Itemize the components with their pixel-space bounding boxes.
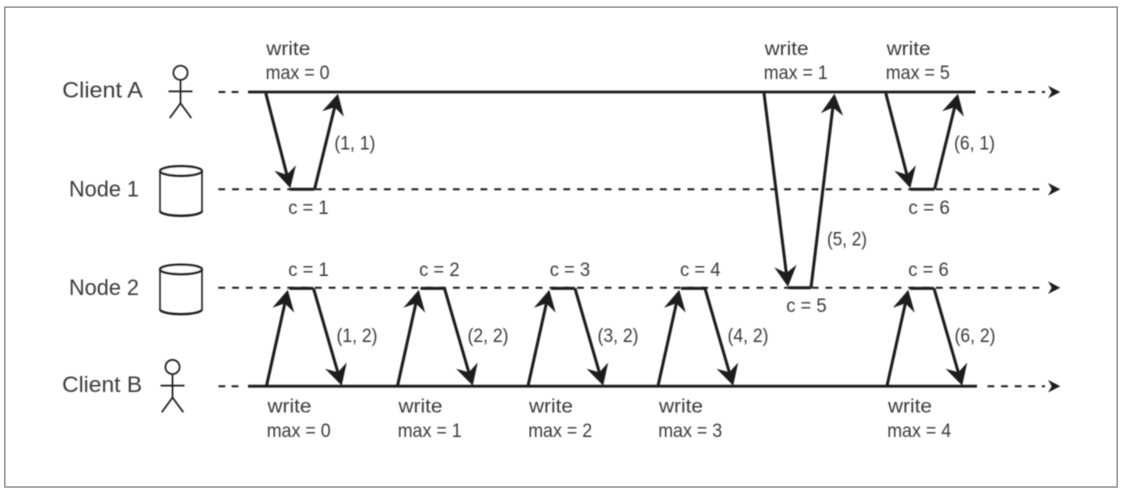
svg-text:c = 1: c = 1: [288, 260, 329, 281]
svg-text:max = 1: max = 1: [398, 421, 462, 442]
svg-text:Node 2: Node 2: [69, 275, 139, 300]
svg-text:(1, 1): (1, 1): [334, 133, 375, 154]
svg-text:max = 1: max = 1: [764, 63, 828, 84]
svg-text:max = 0: max = 0: [266, 63, 330, 84]
svg-text:(3, 2): (3, 2): [598, 326, 639, 347]
svg-text:(1, 2): (1, 2): [337, 326, 378, 347]
svg-text:c = 6: c = 6: [908, 198, 950, 219]
svg-text:max = 4: max = 4: [887, 421, 951, 442]
svg-text:c = 2: c = 2: [419, 260, 460, 281]
svg-text:c = 6: c = 6: [908, 260, 949, 281]
svg-text:max = 5: max = 5: [886, 63, 950, 84]
svg-text:(4, 2): (4, 2): [728, 326, 769, 347]
svg-text:(6, 2): (6, 2): [955, 326, 996, 347]
svg-text:write: write: [764, 39, 809, 60]
svg-text:c = 3: c = 3: [550, 260, 591, 281]
svg-text:write: write: [266, 397, 311, 418]
svg-text:write: write: [886, 39, 931, 60]
svg-text:write: write: [658, 397, 703, 418]
svg-text:(6, 1): (6, 1): [954, 133, 995, 154]
svg-text:max = 0: max = 0: [267, 421, 331, 442]
svg-text:c = 4: c = 4: [680, 260, 721, 281]
svg-text:write: write: [887, 397, 932, 418]
svg-text:c = 1: c = 1: [288, 198, 329, 219]
svg-text:Client B: Client B: [62, 372, 142, 397]
svg-text:Client A: Client A: [62, 78, 143, 103]
svg-text:Node 1: Node 1: [69, 177, 139, 202]
svg-text:(5, 2): (5, 2): [827, 230, 867, 251]
svg-text:write: write: [265, 39, 310, 60]
svg-text:write: write: [528, 397, 573, 418]
svg-text:max = 2: max = 2: [528, 421, 592, 442]
svg-text:write: write: [397, 397, 442, 418]
svg-text:max = 3: max = 3: [658, 421, 722, 442]
svg-text:(2, 2): (2, 2): [468, 326, 509, 347]
svg-text:c = 5: c = 5: [786, 296, 827, 317]
